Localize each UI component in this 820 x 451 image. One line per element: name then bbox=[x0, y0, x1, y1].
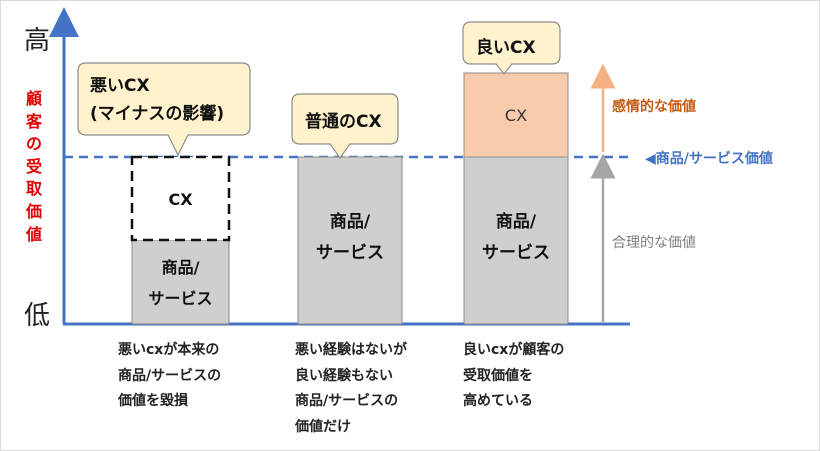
caption-line: 受取価値を bbox=[463, 367, 533, 384]
normal-bubble bbox=[291, 93, 399, 160]
good-caption: 良いcxが顧客の 受取価値を 高めている bbox=[463, 338, 564, 415]
normal-product-line1: 商品/ bbox=[329, 212, 371, 232]
bad-bubble bbox=[77, 62, 251, 157]
emotional-value-label: 感情的な価値 bbox=[612, 99, 696, 115]
normal-caption: 悪い経験はないが 良い経験もない 商品/サービスの 価値だけ bbox=[295, 338, 407, 440]
caption-line: 悪いcxが本来の bbox=[118, 342, 220, 358]
caption-line: 良いcxが顧客の bbox=[463, 342, 565, 358]
normal-bubble-text: 普通のCX bbox=[305, 112, 382, 132]
good-bubble-text: 良いCX bbox=[476, 38, 536, 58]
caption-line: 価値を毀損 bbox=[118, 393, 188, 409]
good-product-line2: サービス bbox=[482, 243, 550, 263]
caption-line: 商品/サービスの bbox=[295, 393, 399, 409]
axis-low-label: 低 bbox=[24, 301, 51, 331]
axis-title-char: 受 bbox=[25, 156, 42, 176]
axis-title-char: の bbox=[25, 134, 42, 154]
bad-product-line2: サービス bbox=[148, 289, 213, 308]
axis-title-char: 価 bbox=[25, 201, 42, 221]
good-cx-label: CX bbox=[504, 106, 528, 125]
bad-product-label: 商品/ サービス bbox=[132, 252, 229, 314]
caption-line: 価値だけ bbox=[295, 418, 351, 435]
normal-product-bar bbox=[297, 156, 403, 325]
good-product-line1: 商品/ bbox=[495, 212, 537, 232]
bad-caption: 悪いcxが本来の 商品/サービスの 価値を毀損 bbox=[118, 338, 221, 415]
caption-line: 良い経験もない bbox=[295, 367, 393, 384]
normal-product-label: 商品/ サービス bbox=[298, 207, 402, 269]
product-value-label: ◀商品/サービス価値 bbox=[645, 151, 773, 167]
good-cx-bar bbox=[463, 72, 569, 158]
caption-line: 悪い経験はないが bbox=[295, 342, 407, 358]
caption-line: 商品/サービスの bbox=[118, 367, 222, 384]
axis-title-char: 値 bbox=[25, 224, 42, 244]
bad-bubble-text: 悪いCX (マイナスの影響) bbox=[90, 72, 224, 128]
bad-cx-box bbox=[130, 155, 231, 242]
axis-high-label: 高 bbox=[24, 26, 51, 56]
good-bubble bbox=[462, 21, 561, 75]
axis-title-char: 客 bbox=[25, 111, 42, 131]
axis-title-char: 取 bbox=[25, 179, 42, 199]
rational-value-label: 合理的な価値 bbox=[612, 235, 696, 251]
good-product-bar bbox=[463, 156, 569, 325]
bad-bubble-line1: 悪いCX bbox=[90, 76, 150, 96]
good-product-label: 商品/ サービス bbox=[464, 207, 568, 269]
bad-cx-label: CX bbox=[168, 190, 193, 209]
axis-title-char: 顧 bbox=[25, 89, 42, 108]
axis-title: 顧 客 の 受 取 価 値 bbox=[24, 88, 44, 246]
bad-bubble-line2: (マイナスの影響) bbox=[90, 104, 225, 124]
bad-product-bar bbox=[131, 239, 230, 325]
bad-product-line1: 商品/ bbox=[161, 258, 200, 277]
caption-line: 高めている bbox=[463, 393, 533, 409]
normal-product-line2: サービス bbox=[316, 243, 384, 263]
